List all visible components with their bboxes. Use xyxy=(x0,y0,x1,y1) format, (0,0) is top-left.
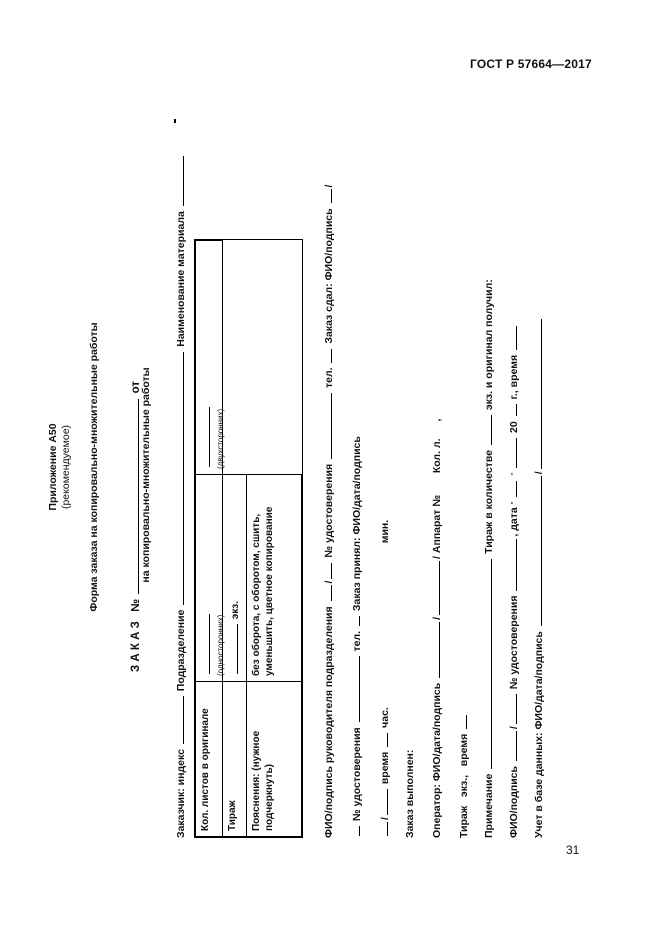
table-row2-label: Тираж xyxy=(222,681,247,837)
tel-label-2: тел. xyxy=(351,630,363,652)
db-sign-field[interactable] xyxy=(530,476,542,627)
id-label-3: № удостоверения xyxy=(508,595,520,690)
order-subtitle: на копировально-множительные работы xyxy=(140,367,152,583)
tel-field-2[interactable] xyxy=(348,616,360,626)
operator-label: Оператор: ФИО/дата/подпись xyxy=(431,682,443,838)
time-label-2: время xyxy=(458,733,470,767)
note-label: Примечание xyxy=(483,773,495,838)
standard-header: ГОСТ Р 57664—2017 xyxy=(470,57,592,71)
tel-label-1: тел. xyxy=(323,367,335,389)
receiver-line: ФИО/подпись / № удостоверения , дата " "… xyxy=(505,324,520,838)
quote-close: " xyxy=(510,472,519,476)
head-sign-field[interactable] xyxy=(320,585,332,602)
done-label: Заказ выполнен: xyxy=(404,749,416,838)
accepted-sign-field[interactable] xyxy=(376,822,388,836)
double-pages-field[interactable] xyxy=(198,407,210,467)
head-sign-label: ФИО/подпись руководителя подразделения xyxy=(323,606,335,838)
order-table: Кол. листов в оригинале (односторонних) … xyxy=(194,239,303,838)
run-line: Тираж экз., время xyxy=(455,713,470,838)
year-field[interactable] xyxy=(505,404,517,417)
hour-label: час. xyxy=(379,707,391,728)
form-title: Форма заказа на копировально-множительны… xyxy=(88,322,100,612)
table-row1-label: Кол. листов в оригинале xyxy=(195,681,223,837)
copies-label: экз., xyxy=(458,774,470,798)
min-label: мин. xyxy=(379,519,391,544)
db-label: Учет в базе данных: ФИО/дата/подпись xyxy=(533,631,545,838)
month-field[interactable] xyxy=(505,437,517,468)
department-field[interactable] xyxy=(172,351,184,605)
db-line: Учет в базе данных: ФИО/дата/подпись / xyxy=(530,317,545,838)
id-label-2: № удостоверения xyxy=(351,727,363,822)
order-given-field[interactable] xyxy=(320,189,332,204)
run-time-field[interactable] xyxy=(455,714,467,729)
note-line: Примечание Тираж в количестве экз. и ори… xyxy=(480,279,495,838)
id-label-1: № удостоверения xyxy=(323,463,335,558)
table-row2-value: экз. xyxy=(222,474,247,682)
time-line: / время час. мин. xyxy=(376,520,391,838)
pages-label: Кол. л. xyxy=(431,438,443,474)
id-line-2: № удостоверения тел. Заказ принял: ФИО/д… xyxy=(348,436,363,838)
day-field[interactable] xyxy=(505,480,517,497)
department-label: Подразделение xyxy=(175,609,187,692)
head-sign-line: ФИО/подпись руководителя подразделения /… xyxy=(320,185,335,838)
db-date-field[interactable] xyxy=(530,319,542,470)
order-number-field[interactable] xyxy=(127,398,139,594)
id-field-1[interactable] xyxy=(320,392,332,459)
quote-open: " xyxy=(510,501,519,505)
hour-field[interactable] xyxy=(376,732,388,747)
year-suffix: г., время xyxy=(508,354,520,400)
customer-line: Заказчик: индекс Подразделение Наименова… xyxy=(172,154,187,838)
customer-index-field[interactable] xyxy=(172,696,184,745)
id-field-3[interactable] xyxy=(505,538,517,591)
receiver-name-field[interactable] xyxy=(505,694,517,725)
table-row1-single: (односторонних) xyxy=(195,474,225,682)
table-row1-double: (двухсторонних) xyxy=(195,240,225,475)
id-field-2[interactable] xyxy=(348,656,360,723)
fio-sign-label: ФИО/подпись xyxy=(508,766,520,838)
operator-sign-field[interactable] xyxy=(428,621,440,678)
year-prefix: 20 xyxy=(508,421,520,433)
page-number: 31 xyxy=(566,843,580,857)
note-field[interactable] xyxy=(480,558,492,769)
apparatus-label: Аппарат № xyxy=(431,494,443,554)
run-count-field[interactable] xyxy=(226,624,238,674)
material-end-mark xyxy=(174,119,176,123)
table-row3-value: без оборота, с оборотом, сшить, уменьшит… xyxy=(246,474,302,682)
order-number-label: № xyxy=(130,598,142,612)
table-row3-label: Пояснения: (нужное подчеркнуть) xyxy=(246,681,302,837)
run-label: Тираж xyxy=(458,805,470,838)
run-unit: экз. xyxy=(230,600,241,620)
time-label-1: время xyxy=(379,751,391,785)
operator-date-field[interactable] xyxy=(428,560,440,615)
appendix-title: Приложение А50 xyxy=(47,423,59,511)
receive-time-field[interactable] xyxy=(505,325,517,350)
double-pages-label: (двухсторонних) xyxy=(216,408,225,469)
order-given-label: Заказ сдал: ФИО/подпись xyxy=(323,208,335,344)
order-heading-text: З А К А З xyxy=(130,621,142,672)
order-accepted-label: Заказ принял: ФИО/дата/подпись xyxy=(351,436,363,612)
receiver-sign-field[interactable] xyxy=(505,731,517,762)
run-count-label: Тираж в количестве xyxy=(483,450,495,554)
received-label: экз. и оригинал получил: xyxy=(483,279,495,411)
appendix-status: (рекомендуемое) xyxy=(60,424,72,510)
tel-field-1[interactable] xyxy=(320,348,332,363)
material-label: Наименование материала xyxy=(175,211,187,347)
sign-field-2[interactable] xyxy=(348,826,360,836)
head-date-field[interactable] xyxy=(320,562,332,579)
operator-line: Оператор: ФИО/дата/подпись // Аппарат № … xyxy=(428,419,443,838)
date-label: дата xyxy=(508,507,520,531)
received-count-field[interactable] xyxy=(480,415,492,446)
material-field[interactable] xyxy=(172,156,184,207)
single-pages-field[interactable] xyxy=(198,614,210,674)
accepted-date-field[interactable] xyxy=(376,789,388,816)
customer-index-label: Заказчик: индекс xyxy=(175,749,187,838)
